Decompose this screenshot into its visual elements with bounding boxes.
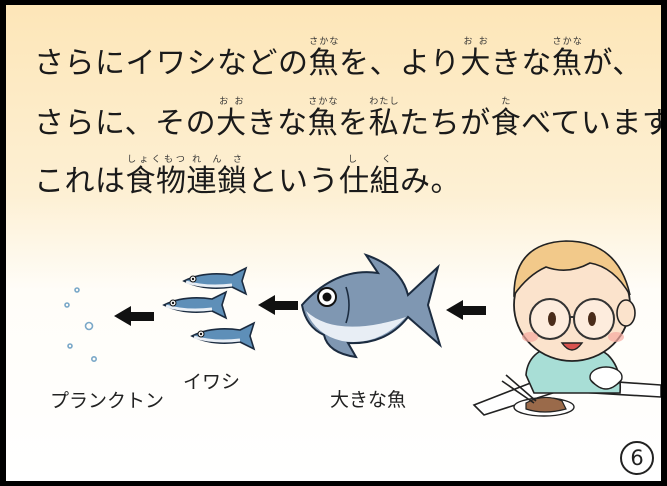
child-eating-icon bbox=[472, 240, 661, 417]
text-segment: を bbox=[338, 106, 369, 141]
big-fish-label: 大きな魚 bbox=[330, 389, 407, 411]
ruby-word: 大おお bbox=[460, 37, 491, 81]
arrow-left-icon bbox=[258, 295, 298, 315]
sardine-icon bbox=[190, 321, 256, 351]
food-chain-illustration bbox=[64, 240, 661, 417]
furigana: しょくもつ bbox=[125, 155, 187, 165]
plankton-label: プランクトン bbox=[50, 390, 165, 412]
text-segment: べています。 bbox=[521, 106, 661, 141]
text-segment: これは bbox=[34, 164, 126, 199]
furigana: さかな bbox=[308, 37, 340, 47]
text-segment: さらに、その bbox=[34, 106, 217, 141]
text-line-2: さらに、その大おおきな魚さかなを私わたしたちが食たべています。 bbox=[34, 97, 661, 142]
text-line-3: これは食物しょくもつ連鎖れんさという仕組しくみ。 bbox=[34, 155, 461, 200]
page-number: 6 bbox=[620, 441, 654, 475]
slide: さらにイワシなどの魚さかなを、より大おおきな魚さかなが、 さらに、その大おおきな… bbox=[6, 5, 661, 481]
sardine-icon bbox=[162, 290, 228, 320]
ruby-word: 魚さかな bbox=[551, 37, 583, 81]
ruby-word: 魚さかな bbox=[307, 97, 339, 141]
plankton-icon bbox=[64, 287, 98, 362]
furigana: しく bbox=[339, 155, 400, 165]
text-segment: きな bbox=[246, 106, 308, 141]
furigana: さかな bbox=[551, 37, 583, 47]
ruby-word: 食た bbox=[490, 97, 522, 141]
text-segment: たちが bbox=[399, 106, 491, 141]
text-segment: み。 bbox=[400, 164, 461, 199]
furigana: た bbox=[490, 97, 522, 107]
text-segment: という bbox=[247, 164, 339, 199]
furigana: さかな bbox=[307, 97, 339, 107]
text-segment: が、 bbox=[582, 46, 643, 81]
text-line-1: さらにイワシなどの魚さかなを、より大おおきな魚さかなが、 bbox=[34, 37, 643, 82]
ruby-word: 食物しょくもつ bbox=[125, 155, 187, 199]
sardine-icon bbox=[182, 266, 248, 296]
arrow-left-icon bbox=[446, 300, 486, 320]
arrow-left-icon bbox=[114, 306, 154, 326]
text-segment: きな bbox=[490, 46, 552, 81]
text-segment: さらにイワシなどの bbox=[34, 46, 309, 81]
sardine-label: イワシ bbox=[183, 371, 241, 393]
ruby-word: 仕組しく bbox=[339, 155, 400, 199]
ruby-word: 魚さかな bbox=[308, 37, 340, 81]
big-fish-icon bbox=[300, 253, 442, 359]
ruby-word: 私わたし bbox=[368, 97, 400, 141]
ruby-word: 連鎖れんさ bbox=[186, 155, 248, 199]
furigana: おお bbox=[460, 37, 491, 47]
text-segment: を、より bbox=[339, 46, 461, 81]
ruby-word: 大おお bbox=[216, 97, 247, 141]
furigana: わたし bbox=[368, 97, 400, 107]
furigana: れんさ bbox=[186, 155, 248, 165]
furigana: おお bbox=[216, 97, 247, 107]
